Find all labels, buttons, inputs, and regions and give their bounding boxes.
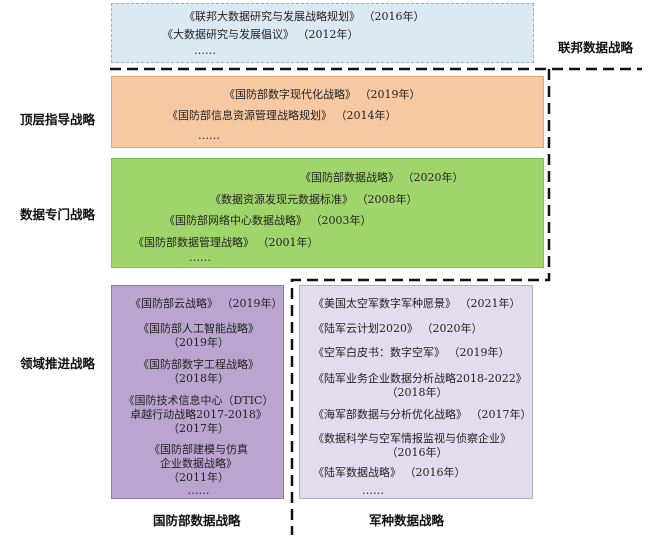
data-strategy-label: 数据专门战略 (20, 207, 96, 222)
list-item: 《陆军云计划2020》 （2020年） (313, 322, 483, 335)
list-item: 《国防技术信息中心（DTIC） (123, 394, 274, 407)
list-item: 《联邦大数据研究与发展战略规划》 （2016年） (184, 10, 425, 23)
list-item: 卓越行动战略2017-2018》 (130, 408, 267, 421)
list-item: 《陆军数据战略》 （2016年） (313, 466, 466, 479)
list-item: …… (198, 129, 220, 142)
list-item: 《国防部数字现代化战略》 （2019年） (224, 88, 421, 101)
list-item: 《数据科学与空军情报监视与侦察企业》 (313, 432, 511, 445)
list-item: 《海军部数据与分析优化战略》 （2017年） (313, 408, 532, 421)
list-item: …… (194, 44, 216, 57)
military-strategy-label: 军种数据战略 (369, 513, 445, 528)
dod-strategy-label: 国防部数据战略 (153, 513, 241, 528)
list-item: 《陆军业务企业数据分析战略2018-2022》 (313, 372, 527, 385)
list-item: 《国防部信息资源管理战略规划》 （2014年） (167, 109, 397, 122)
list-item: 《国防部建模与仿真 (149, 443, 248, 456)
list-item: …… (187, 484, 210, 497)
dod-strategy-box: 《国防部云战略》 （2019年） 《国防部人工智能战略》 （2019年） 《国防… (111, 285, 284, 499)
list-item: （2017年） (168, 422, 229, 435)
list-item: 《国防部数据管理战略》 （2001年） (133, 236, 319, 249)
list-item: 《国防部网络中心数据战略》 （2003年） (164, 214, 372, 227)
list-item: 《国防部数据战略》 （2020年） (300, 171, 464, 184)
list-item: 《国防部人工智能战略》 (138, 322, 259, 335)
list-item: 《国防部云战略》 （2019年） (130, 297, 283, 310)
top-level-strategy-label: 顶层指导战略 (20, 112, 96, 127)
list-item: （2011年） (168, 471, 229, 484)
list-item: （2019年） (168, 336, 229, 349)
list-item: 《美国太空军数字军种愿景》 （2021年） (313, 297, 521, 310)
list-item: 《大数据研究与发展倡议》 （2012年） (162, 28, 359, 41)
list-item: 企业数据战略》 (160, 457, 237, 470)
list-item: 《国防部数字工程战略》 (138, 358, 259, 371)
federal-strategy-box: 《联邦大数据研究与发展战略规划》 （2016年） 《大数据研究与发展倡议》 （2… (111, 3, 534, 63)
list-item: （2016年） (386, 446, 448, 459)
military-strategy-box: 《美国太空军数字军种愿景》 （2021年） 《陆军云计划2020》 （2020年… (299, 285, 533, 499)
list-item: 《数据资源发现元数据标准》 （2008年） (210, 193, 418, 206)
list-item: …… (362, 484, 384, 497)
list-item: （2018年） (168, 372, 229, 385)
top-level-strategy-box: 《国防部数字现代化战略》 （2019年） 《国防部信息资源管理战略规划》 （20… (111, 76, 544, 148)
data-strategy-box: 《国防部数据战略》 （2020年） 《数据资源发现元数据标准》 （2008年） … (111, 158, 544, 268)
domain-strategy-label: 领域推进战略 (20, 356, 96, 371)
federal-strategy-label: 联邦数据战略 (558, 40, 634, 55)
list-item: …… (189, 251, 211, 264)
list-item: （2018年） (386, 386, 448, 399)
list-item: 《空军白皮书：数字空军》 （2019年） (313, 346, 510, 359)
